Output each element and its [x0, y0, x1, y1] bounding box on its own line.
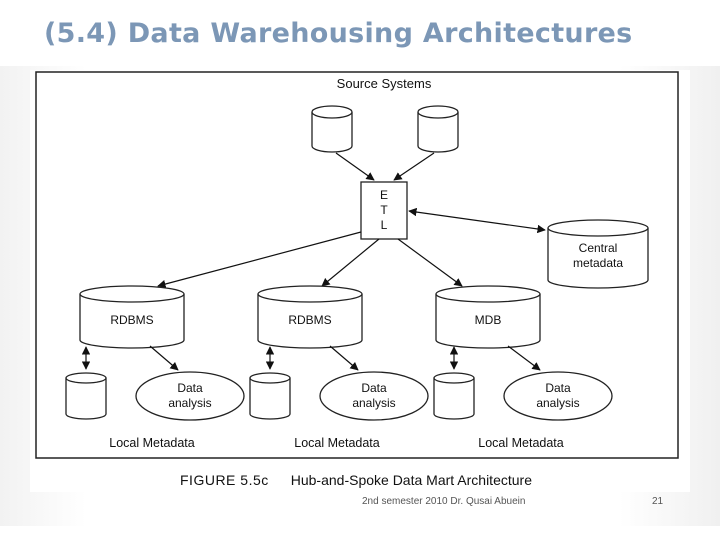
- data-mart-database-icon: [257, 285, 363, 349]
- local-metadata-database-icon: [433, 372, 475, 420]
- etl-to-mart-arrow: [157, 231, 362, 289]
- data-analysis-node: [135, 371, 245, 421]
- source-database-icon: [417, 105, 459, 153]
- etl-box: [360, 181, 408, 240]
- etl-metadata-arrow: [408, 207, 546, 234]
- figure-number: FIGURE 5.5c: [180, 472, 269, 488]
- slide-footer: 2nd semester 2010 Dr. Qusai Abuein: [362, 496, 526, 507]
- mart-to-analysis-arrow: [329, 345, 359, 371]
- data-analysis-node: [319, 371, 429, 421]
- local-metadata-label: Local Metadata: [294, 436, 380, 450]
- source-to-etl-arrow: [393, 152, 435, 181]
- page-number: 21: [652, 496, 664, 507]
- figure-caption: FIGURE 5.5c Hub-and-Spoke Data Mart Archi…: [180, 472, 532, 488]
- slide-title: (5.4) Data Warehousing Architectures: [44, 18, 633, 49]
- data-analysis-label: Data: [177, 381, 203, 395]
- source-to-etl-arrow: [335, 152, 375, 181]
- data-mart-database-icon: [435, 285, 541, 349]
- data-mart-database-icon: [79, 285, 185, 349]
- data-mart-label: MDB: [475, 313, 502, 327]
- data-mart-label: RDBMS: [110, 313, 153, 327]
- local-metadata-label: Local Metadata: [109, 436, 195, 450]
- data-mart-label: RDBMS: [288, 313, 331, 327]
- etl-letter: L: [381, 218, 388, 232]
- mart-to-analysis-arrow: [507, 345, 541, 371]
- etl-letter: E: [380, 188, 388, 202]
- local-metadata-label: Local Metadata: [478, 436, 564, 450]
- source-systems-label: Source Systems: [337, 76, 432, 91]
- mart-to-analysis-arrow: [149, 345, 179, 371]
- local-metadata-database-icon: [65, 372, 107, 420]
- local-metadata-database-icon: [249, 372, 291, 420]
- etl-to-mart-arrow: [321, 238, 380, 287]
- figure-caption-text: Hub-and-Spoke Data Mart Architecture: [290, 472, 532, 488]
- data-analysis-node: [503, 371, 613, 421]
- source-database-icon: [311, 105, 353, 153]
- etl-to-mart-arrow: [397, 238, 463, 287]
- etl-letter: T: [380, 203, 388, 217]
- data-analysis-label: analysis: [168, 396, 211, 410]
- data-analysis-label: Data: [545, 381, 571, 395]
- central-metadata-label: metadata: [573, 256, 623, 270]
- data-analysis-label: analysis: [536, 396, 579, 410]
- data-analysis-label: analysis: [352, 396, 395, 410]
- central-metadata-label: Central: [579, 241, 618, 255]
- central-metadata-database-icon: [547, 219, 649, 289]
- data-analysis-label: Data: [361, 381, 387, 395]
